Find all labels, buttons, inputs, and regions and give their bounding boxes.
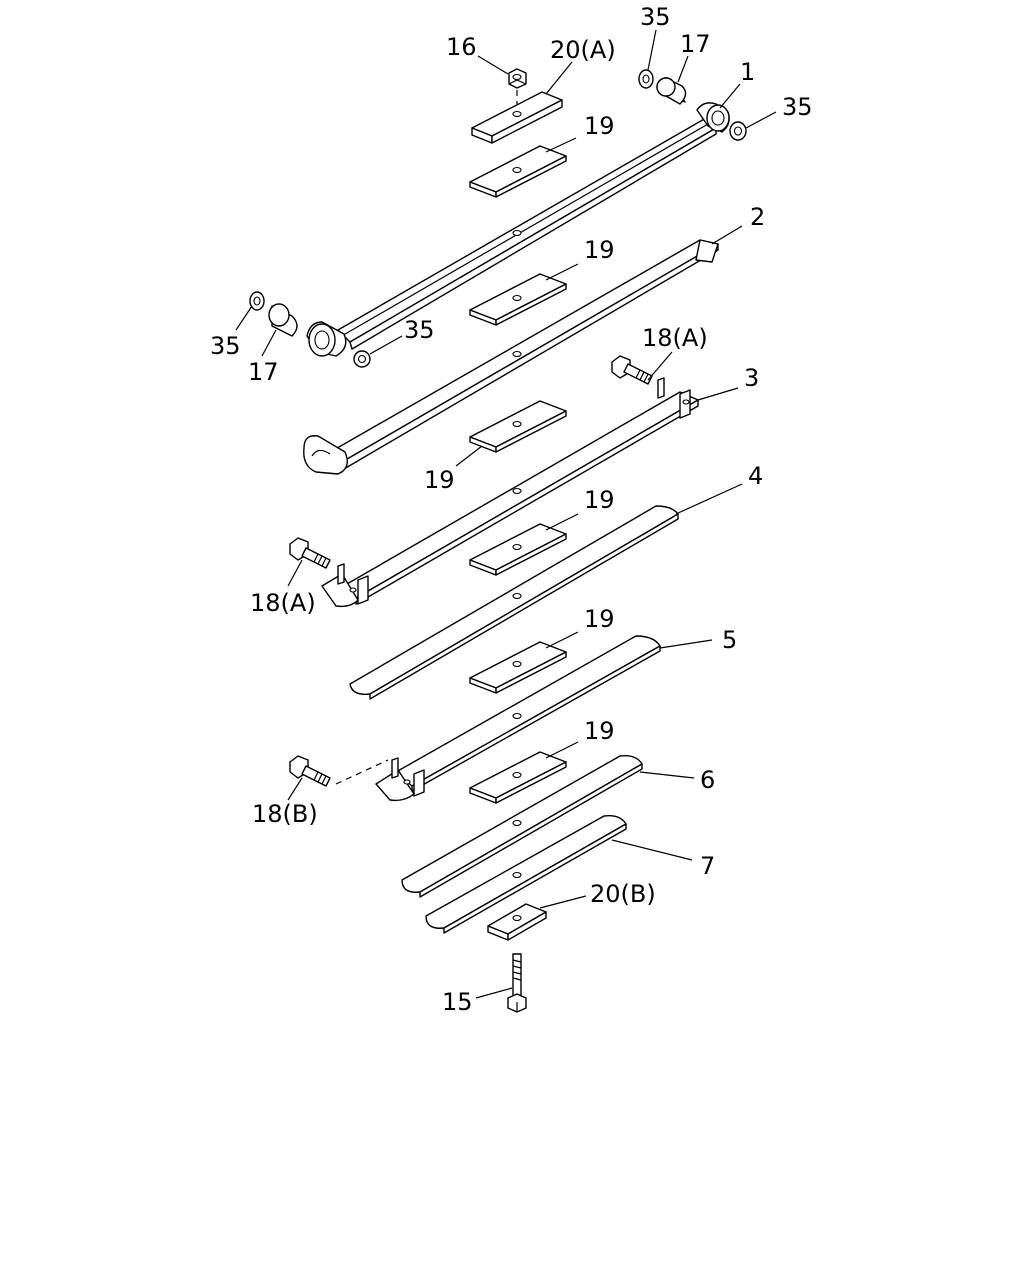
part-19-spacer-1 xyxy=(469,145,567,198)
part-2-leaf xyxy=(303,239,719,475)
callout-20a: 20(A) xyxy=(550,36,616,64)
part-6-leaf xyxy=(401,754,643,898)
callout-18b: 18(B) xyxy=(252,800,318,828)
part-35-washer-mid xyxy=(353,350,371,368)
callout-19-2: 19 xyxy=(584,236,615,264)
callout-19-4: 19 xyxy=(584,486,615,514)
part-7-leaf xyxy=(425,814,627,934)
callout-5: 5 xyxy=(722,626,737,654)
callout-7: 7 xyxy=(700,852,715,880)
part-1-main-leaf xyxy=(306,102,730,357)
part-18a-bolt-left xyxy=(289,537,331,569)
callout-19-3: 19 xyxy=(424,466,455,494)
part-3-leaf xyxy=(321,377,699,608)
part-18b-bolt xyxy=(289,755,331,787)
callout-17-left: 17 xyxy=(248,358,279,386)
callout-18a-left: 18(A) xyxy=(250,589,316,617)
callout-4: 4 xyxy=(748,462,763,490)
callout-18a-top: 18(A) xyxy=(642,324,708,352)
callout-6: 6 xyxy=(700,766,715,794)
callout-35-mid: 35 xyxy=(404,316,435,344)
callout-35-top: 35 xyxy=(640,3,671,31)
part-35-washer-left xyxy=(249,291,265,311)
callout-20b: 20(B) xyxy=(590,880,656,908)
part-17-bushing-left xyxy=(268,303,298,337)
callout-19-5: 19 xyxy=(584,605,615,633)
callout-19-1: 19 xyxy=(584,112,615,140)
callout-17-top: 17 xyxy=(680,30,711,58)
part-4-leaf xyxy=(349,505,679,700)
callout-16: 16 xyxy=(446,33,477,61)
callout-35-right: 35 xyxy=(782,93,813,121)
part-5-leaf xyxy=(335,635,661,802)
part-19-spacer-2 xyxy=(469,273,567,326)
callout-35-left: 35 xyxy=(210,332,241,360)
part-19-spacer-3 xyxy=(469,400,567,453)
part-18a-bolt-top xyxy=(611,355,653,385)
callout-3: 3 xyxy=(744,364,759,392)
part-16-nut xyxy=(508,68,527,112)
part-35-washer-top xyxy=(638,69,654,89)
callout-1: 1 xyxy=(740,58,755,86)
part-20b-plate xyxy=(487,903,547,941)
callout-15: 15 xyxy=(442,988,473,1016)
callout-2: 2 xyxy=(750,203,765,231)
part-19-spacer-6 xyxy=(469,751,567,804)
part-19-spacer-4 xyxy=(469,523,567,576)
leader-lines xyxy=(235,29,777,999)
callout-19-6: 19 xyxy=(584,717,615,745)
part-20a-plate xyxy=(471,91,563,144)
part-19-spacer-5 xyxy=(469,641,567,694)
part-17-bushing-top xyxy=(656,77,687,105)
part-35-washer-right xyxy=(729,121,747,141)
part-15-bolt xyxy=(507,953,527,1013)
